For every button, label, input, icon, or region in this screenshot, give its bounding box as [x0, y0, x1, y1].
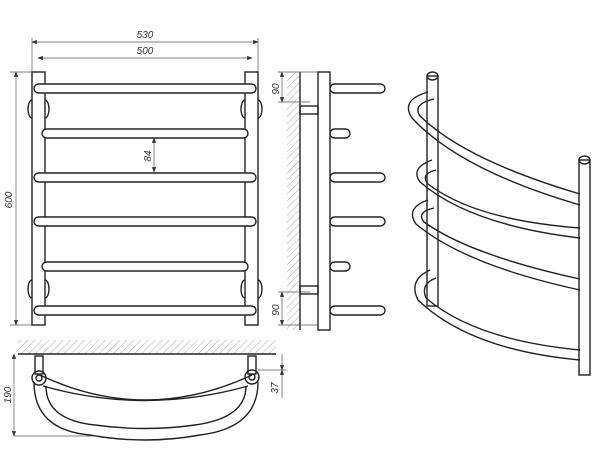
perspective-post-right: [578, 159, 591, 376]
dim-label-600: 600: [4, 191, 15, 208]
top-bracket: [299, 105, 319, 115]
connector-right: [244, 369, 260, 385]
dim-label-90-bottom: 90: [271, 304, 282, 316]
right-post: [244, 71, 259, 326]
dim-label-530: 530: [137, 30, 154, 41]
bottom-bracket: [299, 285, 319, 295]
connector-left: [31, 370, 47, 386]
side-view: 90 90: [271, 71, 386, 331]
side-post: [317, 71, 331, 331]
dim-label-37: 37: [270, 382, 281, 394]
left-post: [31, 71, 46, 326]
rail-5: [41, 261, 249, 272]
dim-label-84: 84: [143, 150, 154, 162]
rail-4: [33, 216, 257, 227]
dim-label-500: 500: [137, 46, 154, 57]
wall-hatch: [287, 72, 300, 330]
rail-6: [33, 305, 257, 316]
rail-3: [33, 172, 257, 183]
rail-2: [41, 128, 249, 139]
dim-label-190: 190: [3, 386, 14, 403]
rail-1: [33, 83, 257, 94]
perspective-view: [407, 71, 591, 376]
top-view: 190 37: [3, 340, 286, 441]
wall-hatch-top: [18, 340, 276, 354]
dim-label-90-top: 90: [271, 83, 282, 95]
front-view: 530 500 84 600: [4, 30, 263, 326]
